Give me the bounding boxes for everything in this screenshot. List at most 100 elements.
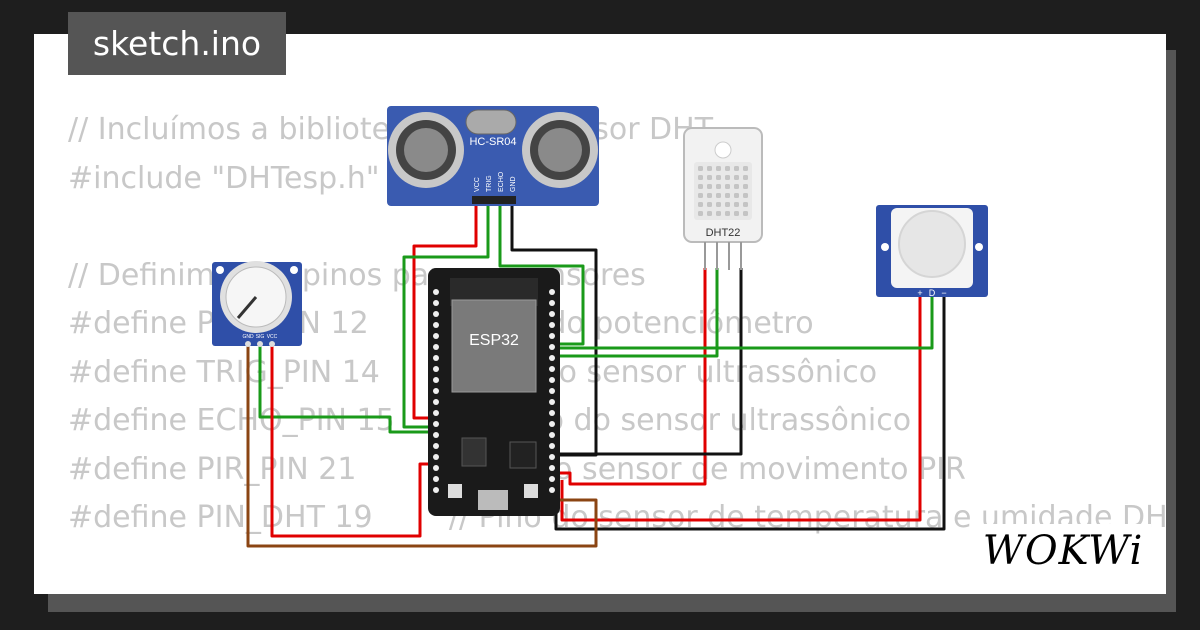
esp32-pin-hole (433, 432, 439, 438)
dht22-grille-hole (734, 184, 739, 189)
wire-dht-vcc (556, 268, 707, 486)
pot-pin-gnd: GND (242, 334, 254, 340)
wire-hcsr04-vcc (412, 200, 478, 420)
esp32-pin-hole (549, 443, 555, 449)
esp32-pin-hole (433, 476, 439, 482)
dht22-grille-hole (743, 202, 748, 207)
dht22-grille-hole (707, 193, 712, 198)
esp32-pin-hole (549, 311, 555, 317)
file-name-tab[interactable]: sketch.ino (68, 12, 286, 75)
dht22-grille-hole (716, 193, 721, 198)
esp32-pin-hole (549, 333, 555, 339)
code-view: // Incluímos a biblioteca para o sensor … (68, 106, 1166, 594)
esp32-pin-hole (433, 465, 439, 471)
dht22-grille-hole (716, 202, 721, 207)
dht22-grille-hole (725, 193, 730, 198)
dht22-grille-hole (707, 202, 712, 207)
esp32-board: ESP32 (428, 268, 560, 516)
esp32-pin-hole (549, 432, 555, 438)
dht22-label: DHT22 (706, 227, 741, 239)
esp32-pin-hole (433, 443, 439, 449)
esp32-pin-hole (549, 344, 555, 350)
dht22-grille-hole (716, 166, 721, 171)
dht22-grille-hole (725, 211, 730, 216)
dht22-grille-hole (698, 202, 703, 207)
wire-pot-sig (258, 345, 433, 434)
dht22-grille-hole (734, 175, 739, 180)
esp32-pin-hole (433, 377, 439, 383)
esp32-pin-hole (433, 311, 439, 317)
wire-pir-data (556, 297, 934, 350)
dht22-sensor: DHT22 (683, 127, 763, 270)
hcsr04-pin-trig: TRIG (486, 175, 493, 192)
esp32-pin-hole (549, 355, 555, 361)
esp32-pin-hole (433, 300, 439, 306)
potentiometer: GND SIG VCC (212, 261, 302, 347)
esp32-pin-hole (549, 465, 555, 471)
esp32-pin-hole (549, 487, 555, 493)
esp32-pin-hole (549, 377, 555, 383)
esp32-pin-hole (549, 454, 555, 460)
dht22-grille-hole (734, 193, 739, 198)
pir-sensor: + D − (876, 205, 988, 298)
wire-pir-gnd (554, 297, 946, 531)
dht22-grille-hole (734, 202, 739, 207)
esp32-pin-hole (433, 333, 439, 339)
dht22-grille-hole (743, 184, 748, 189)
esp32-pin-hole (549, 410, 555, 416)
dht22-grille-hole (716, 175, 721, 180)
dht22-grille-hole (698, 184, 703, 189)
esp32-pin-hole (433, 344, 439, 350)
code-line: #define PIR_PIN 21 // Pino do sensor de … (68, 451, 966, 487)
esp32-pin-hole (433, 487, 439, 493)
hcsr04-pin-vcc: VCC (474, 177, 481, 192)
pir-pin-vcc: + (917, 288, 922, 298)
code-card: // Incluímos a biblioteca para o sensor … (34, 34, 1166, 594)
dht22-grille-hole (725, 202, 730, 207)
wire-dht-data (556, 268, 719, 358)
dht22-grille-hole (743, 193, 748, 198)
esp32-pin-hole (549, 399, 555, 405)
dht22-grille-hole (716, 211, 721, 216)
dht22-grille-hole (725, 175, 730, 180)
esp32-pin-hole (549, 289, 555, 295)
pir-pin-data: D (929, 288, 936, 298)
dht22-grille-hole (707, 166, 712, 171)
esp32-pin-hole (549, 300, 555, 306)
esp32-pin-hole (433, 421, 439, 427)
dht22-grille-hole (743, 175, 748, 180)
dht22-grille-hole (698, 193, 703, 198)
esp32-label: ESP32 (469, 332, 519, 349)
dht22-grille-hole (698, 166, 703, 171)
wire-hcsr04-echo (498, 200, 585, 346)
dht22-grille-hole (734, 166, 739, 171)
dht22-grille-hole (725, 184, 730, 189)
esp32-pin-hole (433, 322, 439, 328)
wire-hcsr04-trig (402, 200, 490, 429)
dht22-grille-hole (707, 211, 712, 216)
esp32-pin-hole (549, 366, 555, 372)
hcsr04-pin-echo: ECHO (498, 171, 505, 192)
wire-pot-gnd (246, 345, 598, 548)
wire-dht-gnd (556, 268, 743, 456)
wire-pot-vcc (270, 345, 433, 538)
esp32-pin-hole (549, 388, 555, 394)
pot-pin-vcc: VCC (267, 334, 278, 340)
esp32-pin-hole (549, 322, 555, 328)
wokwi-logo: WOKWi (975, 524, 1151, 578)
dht22-grille-hole (698, 175, 703, 180)
hcsr04-sensor: HC-SR04 VCC TRIG ECHO GND (387, 106, 599, 206)
pir-pin-gnd: − (941, 288, 946, 298)
esp32-pin-hole (433, 410, 439, 416)
esp32-pin-hole (433, 355, 439, 361)
code-line: #include "DHTesp.h" (68, 160, 380, 196)
esp32-pin-hole (433, 399, 439, 405)
hcsr04-pin-gnd: GND (510, 176, 517, 192)
dht22-grille-hole (716, 184, 721, 189)
pot-pin-sig: SIG (256, 334, 265, 340)
esp32-pin-hole (433, 289, 439, 295)
dht22-grille-hole (707, 175, 712, 180)
dht22-grille-hole (707, 184, 712, 189)
esp32-pin-hole (549, 421, 555, 427)
dht22-grille-hole (743, 166, 748, 171)
